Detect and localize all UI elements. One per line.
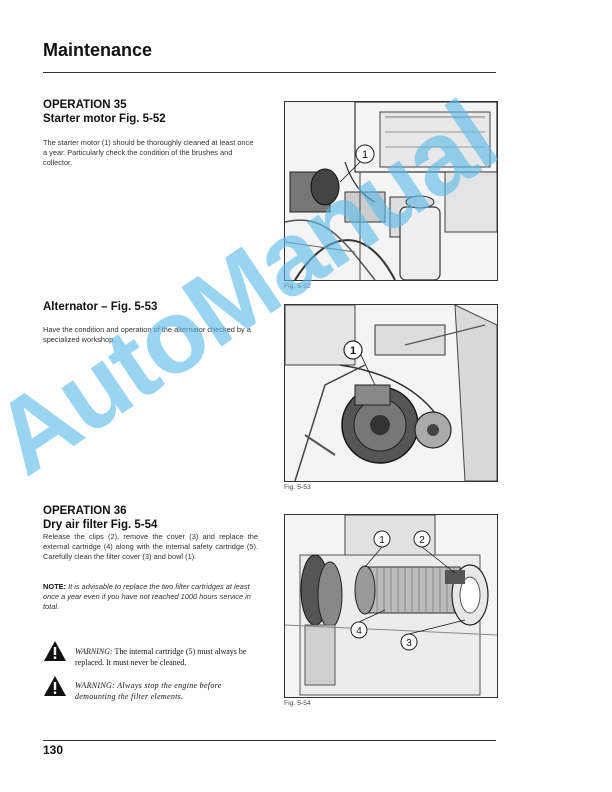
alternator-text: Have the condition and operation of the … (43, 325, 251, 345)
figure-5-52-caption: Fig. 5-52 (284, 283, 311, 290)
fig-54-callout-4: 4 (356, 626, 362, 637)
fig-54-callout-1: 1 (379, 535, 385, 546)
alternator-illustration: 1 (285, 305, 497, 481)
operation-36-heading: OPERATION 36 (43, 505, 127, 517)
fig-52-callout-1: 1 (362, 149, 368, 161)
page-title: Maintenance (43, 40, 153, 60)
figure-5-52: 1 (284, 101, 498, 281)
starter-motor-text: The starter motor (1) should be thorough… (43, 138, 254, 168)
fig-54-callout-2: 2 (419, 535, 425, 546)
figure-5-54-caption: Fig. 5-54 (284, 700, 311, 707)
warning-2-text: Always stop the engine before demounting… (75, 681, 222, 701)
dry-air-filter-text: Release the clips (2), remove the cover … (43, 532, 258, 562)
warning-triangle-icon (44, 641, 66, 661)
dry-air-filter-heading: Dry air filter Fig. 5-54 (43, 519, 158, 531)
note-label: NOTE: (43, 582, 66, 591)
warning-2: WARNING: Always stop the engine before d… (75, 680, 258, 702)
note-text: It is advisable to replace the two filte… (43, 582, 251, 612)
fig-53-callout-1: 1 (350, 345, 356, 357)
warning-triangle-icon (44, 676, 66, 696)
starter-motor-illustration: 1 (285, 102, 497, 280)
warning-icon-2-wrap (43, 675, 67, 702)
fig-54-callout-3: 3 (406, 638, 412, 649)
warning-icon-1-wrap (43, 640, 67, 667)
footer-rule (43, 740, 496, 741)
operation-35-heading: OPERATION 35 (43, 99, 127, 111)
warning-1: WARNING: The internal cartridge (5) must… (75, 646, 258, 668)
warning-2-label: WARNING: (75, 681, 116, 690)
figure-5-53: 1 (284, 304, 498, 482)
figure-5-54: 1 2 3 4 (284, 514, 498, 698)
warning-1-label: WARNING: (75, 647, 113, 656)
page-number: 130 (43, 743, 64, 757)
air-filter-illustration: 1 2 3 4 (285, 515, 497, 697)
starter-motor-heading: Starter motor Fig. 5-52 (43, 113, 166, 125)
figure-5-53-caption: Fig. 5-53 (284, 484, 311, 491)
header-rule (43, 72, 496, 73)
filter-note: NOTE: It is advisable to replace the two… (43, 582, 258, 613)
alternator-heading: Alternator – Fig. 5-53 (43, 301, 158, 313)
warning-1-text: The internal cartridge (5) must always b… (75, 647, 247, 667)
